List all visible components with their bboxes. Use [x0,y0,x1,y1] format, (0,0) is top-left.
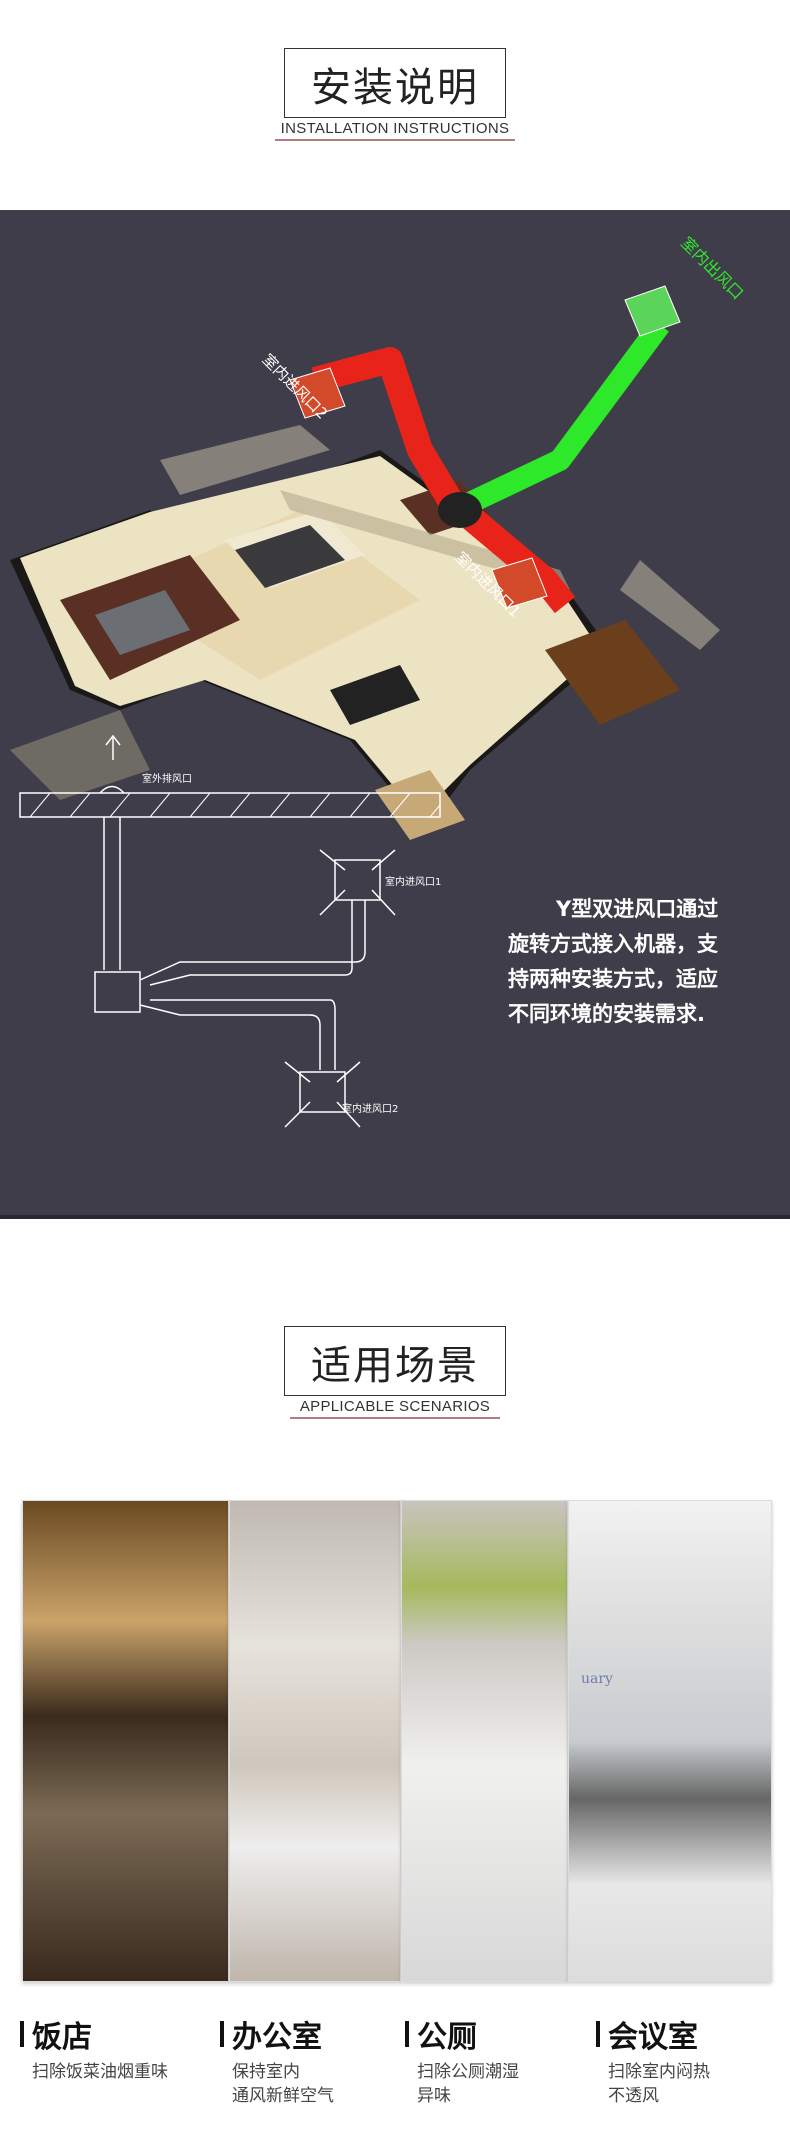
install-section-header: 安装说明 INSTALLATION INSTRUCTIONS [0,48,790,141]
diagram-label-inlet1: 室内进风口1 [385,875,441,888]
scenarios-subtitle: APPLICABLE SCENARIOS [290,1398,500,1419]
installation-illustration: 室内进风口2 室内进风口1 室内出风口 室外排风口 室内进风口1 室内进风 [10,233,747,1128]
description-line: 旋转方式接入机器，支 [508,932,718,956]
diagram-label-exhaust: 室外排风口 [142,772,192,785]
scenario-name: 饭店 [32,2020,92,2055]
table [330,665,420,725]
scenario-desc: 通风新鲜空气 [232,2086,334,2106]
arrow-up-icon [105,734,121,760]
scenario-photos: uary [22,1500,772,1982]
scenario-desc: 扫除公厕潮湿 [417,2062,519,2082]
caption-bar [20,2021,24,2047]
scenario-name: 公厕 [417,2020,477,2055]
photo-wall-text: uary [581,1671,613,1687]
bathroom-floor [375,770,465,840]
photo-meeting-room: uary [568,1500,772,1982]
scenario-desc: 扫除饭菜油烟重味 [32,2062,168,2082]
scenario-desc: 保持室内 [232,2062,300,2082]
scenario-restaurant: 饭店 扫除饭菜油烟重味 [20,2012,168,2084]
scenario-meeting-room: 会议室 扫除室内闷热不透风 [596,2012,710,2108]
scenario-restroom: 公厕 扫除公厕潮湿异味 [405,2012,519,2108]
install-title: 安装说明 [284,48,506,118]
ventilator-unit [438,492,482,528]
plan-vent-inlet2: 室内进风口2 [259,350,346,423]
install-description: Y型双进风口通过 旋转方式接入机器，支 持两种安装方式，适应 不同环境的安装需求… [508,892,770,1032]
scenario-desc: 异味 [417,2086,451,2106]
scenario-desc: 不透风 [608,2086,659,2106]
floor-plan [10,425,720,840]
scenario-desc: 扫除室内闷热 [608,2062,710,2082]
photo-restaurant [22,1500,229,1982]
sofa-rug [235,525,345,588]
diagram-label-inlet2: 室内进风口2 [342,1102,398,1115]
plan-vent-outlet: 室内出风口 [624,233,747,337]
caption-bar [220,2021,224,2047]
green-duct [450,318,669,520]
scenario-name: 会议室 [608,2020,698,2055]
photo-office [229,1500,401,1982]
photo-restroom [401,1500,568,1982]
caption-bar [596,2021,600,2047]
plan-label-outlet: 室内出风口 [677,233,747,303]
description-line: 不同环境的安装需求. [508,1002,705,1026]
description-line: Y型双进风口通过 [556,897,719,921]
bed [95,590,190,655]
caption-bar [405,2021,409,2047]
red-duct [311,347,576,614]
scenario-office: 办公室 保持室内通风新鲜空气 [220,2012,334,2108]
installation-schematic [19,734,441,1128]
scenario-name: 办公室 [232,2020,322,2055]
scenarios-section-header: 适用场景 APPLICABLE SCENARIOS [0,1326,790,1419]
install-subtitle: INSTALLATION INSTRUCTIONS [275,120,515,141]
scenarios-title: 适用场景 [284,1326,506,1396]
dining-floor [545,620,680,725]
install-panel: 室内进风口2 室内进风口1 室内出风口 室外排风口 室内进风口1 室内进风 [0,210,790,1219]
description-line: 持两种安装方式，适应 [508,967,718,991]
